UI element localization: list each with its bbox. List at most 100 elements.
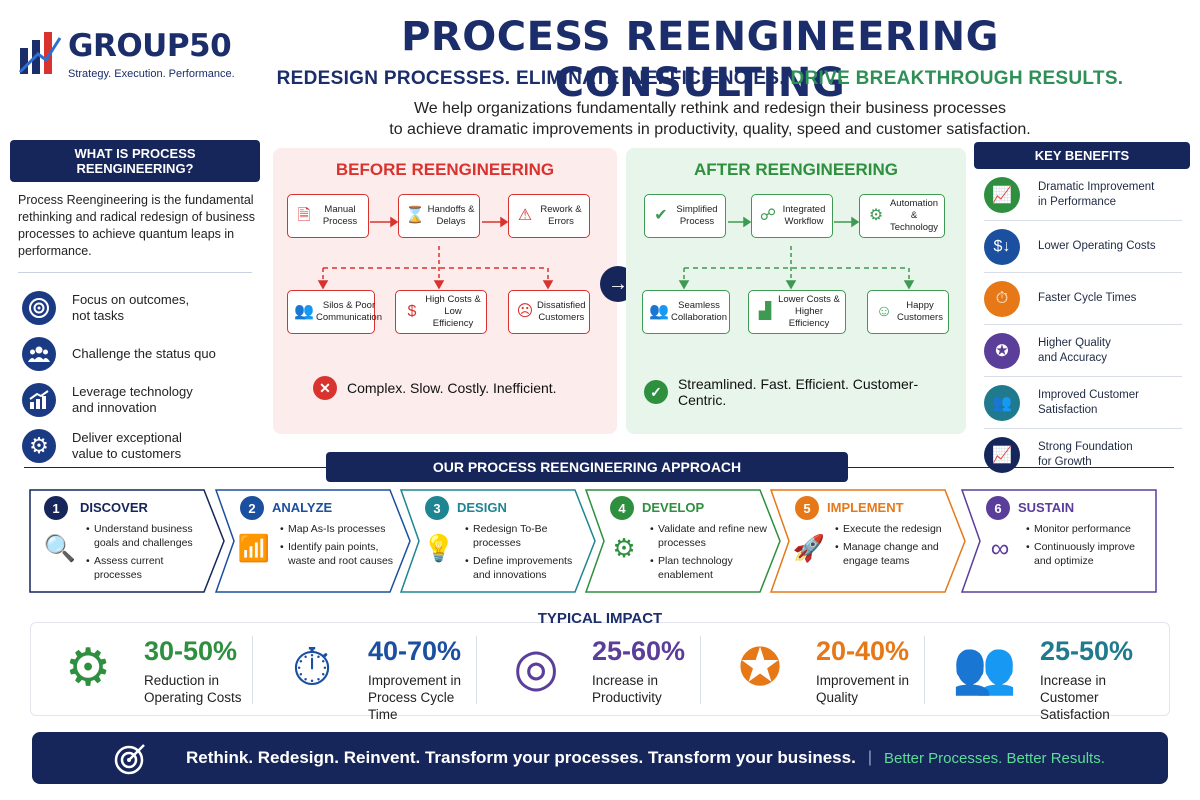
step-sustain: 6 SUSTAIN ∞ Monitor performanceContinuously… bbox=[960, 488, 1160, 594]
bar-chart-logo-icon bbox=[18, 32, 62, 74]
check-circle-icon: ✔ bbox=[654, 207, 668, 224]
lower-costs-box: ▟Lower Costs &Higher Efficiency bbox=[748, 290, 846, 334]
network-icon: ☍ bbox=[759, 207, 777, 224]
subtitle-main: REDESIGN PROCESSES. ELIMINATE INEFFICIEN… bbox=[276, 68, 785, 89]
stopwatch-icon: ⏱ bbox=[291, 639, 333, 697]
step-name: SUSTAIN bbox=[1018, 500, 1075, 515]
step-analyze: 2 ANALYZE 📶 Map As-Is processesIdentify pai… bbox=[214, 488, 412, 594]
impact-percent: 20-40% bbox=[816, 636, 910, 666]
step-bullet: Validate and refine new processes bbox=[650, 522, 770, 550]
step-number: 4 bbox=[610, 496, 634, 520]
document-icon: 🗎 bbox=[297, 207, 311, 224]
step-bullet: Plan technology enablement bbox=[650, 554, 770, 582]
step-bullet: Execute the redesign bbox=[835, 522, 955, 536]
divider bbox=[18, 272, 252, 273]
step-bullet: Manage change and engage teams bbox=[835, 540, 955, 568]
step-bullet: Identify pain points, waste and root cau… bbox=[280, 540, 400, 568]
step-number: 3 bbox=[425, 496, 449, 520]
brand-name: GROUP50 bbox=[68, 28, 232, 64]
rework-errors-box: ⚠Rework &Errors bbox=[508, 194, 590, 238]
what-is-heading: WHAT IS PROCESS REENGINEERING? bbox=[10, 140, 260, 182]
what-is-panel: WHAT IS PROCESS REENGINEERING? Process R… bbox=[10, 140, 260, 463]
check-icon: ✓ bbox=[644, 380, 668, 404]
step-bullet: Continuously improve and optimize bbox=[1026, 540, 1146, 568]
divider bbox=[252, 636, 253, 704]
gear-icon: ⚙ bbox=[22, 429, 56, 463]
before-title: BEFORE REENGINEERING bbox=[335, 160, 555, 179]
impact-percent: 40-70% bbox=[368, 636, 462, 666]
step-bullets: Understand business goals and challenges… bbox=[86, 522, 206, 586]
automation-box: ⚙Automation &Technology bbox=[859, 194, 945, 238]
subtitle-accent: DRIVE BREAKTHROUGH RESULTS. bbox=[790, 68, 1124, 89]
people-icon: 👥 bbox=[294, 303, 314, 320]
benefit-label: Faster Cycle Times bbox=[1038, 292, 1137, 304]
step-name: DISCOVER bbox=[80, 500, 148, 515]
sad-face-icon: ☹ bbox=[516, 303, 534, 320]
x-circle-icon: ✕ bbox=[313, 376, 337, 400]
step-bullet: Assess current processes bbox=[86, 554, 206, 582]
step-bullets: Map As-Is processesIdentify pain points,… bbox=[280, 522, 400, 572]
brand-logo[interactable]: GROUP50 Strategy. Execution. Performance… bbox=[18, 22, 248, 84]
bar-chart-icon: 📶 bbox=[237, 532, 271, 563]
bar-chart-icon: ▟ bbox=[758, 303, 772, 320]
growth-chart-icon bbox=[22, 383, 56, 417]
step-bullet: Understand business goals and challenges bbox=[86, 522, 206, 550]
after-verdict: ✓Streamlined. Fast. Efficient. Customer-… bbox=[644, 376, 966, 408]
step-bullet: Monitor performance bbox=[1026, 522, 1146, 536]
step-number: 6 bbox=[986, 496, 1010, 520]
step-discover: 1 DISCOVER 🔍 Understand business goals and … bbox=[28, 488, 226, 594]
step-name: ANALYZE bbox=[272, 500, 333, 515]
benefit-item: $↓ Lower Operating Costs bbox=[984, 221, 1182, 273]
gear-icon: ⚙ bbox=[612, 532, 636, 563]
dollar-down-icon: $↓ bbox=[984, 228, 1020, 265]
divider bbox=[476, 636, 477, 704]
target-icon bbox=[114, 744, 145, 775]
team-icon bbox=[22, 337, 56, 371]
footer-separator: | bbox=[867, 749, 872, 766]
page-subtitle: REDESIGN PROCESSES. ELIMINATE INEFFICIEN… bbox=[250, 68, 1150, 90]
magnifier-icon: 🔍 bbox=[43, 532, 77, 563]
high-costs-box: $High Costs &Low Efficiency bbox=[395, 290, 487, 334]
step-number: 1 bbox=[44, 496, 68, 520]
step-bullet: Redesign To-Be processes bbox=[465, 522, 585, 550]
step-bullets: Monitor performanceContinuously improve … bbox=[1026, 522, 1146, 572]
step-name: DEVELOP bbox=[642, 500, 705, 515]
step-bullet: Define improvements and innovations bbox=[465, 554, 585, 582]
warning-icon: ⚠ bbox=[517, 207, 533, 224]
divider bbox=[924, 636, 925, 704]
step-bullets: Redesign To-Be processesDefine improveme… bbox=[465, 522, 585, 586]
growth-chart-icon: 📈 bbox=[984, 176, 1020, 213]
impact-panel bbox=[30, 622, 1170, 716]
lightbulb-icon: 💡 bbox=[422, 532, 456, 563]
step-number: 5 bbox=[795, 496, 819, 520]
impact-percent: 30-50% bbox=[144, 636, 238, 666]
what-is-description: Process Reengineering is the fundamental… bbox=[18, 193, 255, 258]
infinity-icon: ∞ bbox=[990, 532, 1010, 563]
step-number: 2 bbox=[240, 496, 264, 520]
before-verdict: ✕Complex. Slow. Costly. Inefficient. bbox=[313, 376, 557, 400]
benefit-label: Lower Operating Costs bbox=[1038, 240, 1156, 252]
